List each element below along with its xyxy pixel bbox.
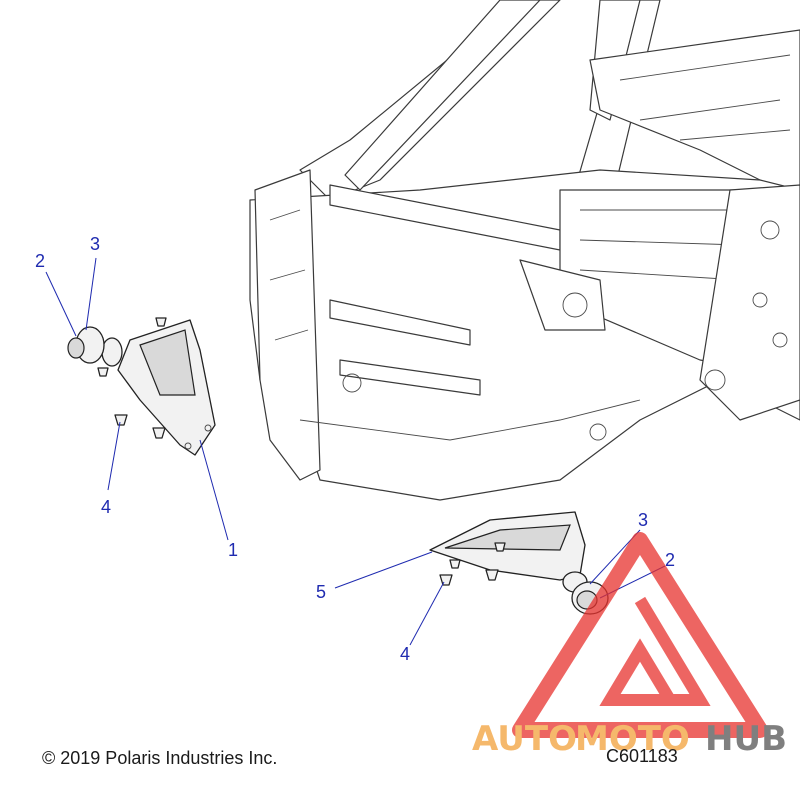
watermark-brand-auto: AUTO (472, 719, 577, 759)
copyright-text: © 2019 Polaris Industries Inc. (42, 748, 277, 768)
part-4-fasteners-right (439, 542, 506, 586)
callout-3-left: 3 (90, 234, 100, 254)
callout-5: 5 (316, 582, 326, 602)
part-4-fasteners-left (97, 317, 167, 439)
callout-2-right: 2 (665, 550, 675, 570)
watermark-logo: AUTO MOTO HUB (472, 532, 787, 759)
callout-3-right: 3 (638, 510, 648, 530)
callout-1: 1 (228, 540, 238, 560)
part-1-duct-left (101, 319, 216, 456)
vehicle-frame (249, 0, 800, 501)
callout-4-right: 4 (400, 644, 410, 664)
callout-4-left: 4 (101, 497, 111, 517)
callouts: 2 3 4 1 3 2 5 4 (35, 234, 675, 664)
figure-code: C601183 (606, 746, 678, 766)
part-5-duct-right (429, 511, 588, 593)
watermark-triangle-icon (512, 532, 768, 738)
part-2-3-clamp-left (67, 326, 105, 364)
callout-2-left: 2 (35, 251, 45, 271)
watermark-brand-moto: MOTO (575, 719, 690, 759)
watermark-brand-hub: HUB (705, 719, 787, 759)
